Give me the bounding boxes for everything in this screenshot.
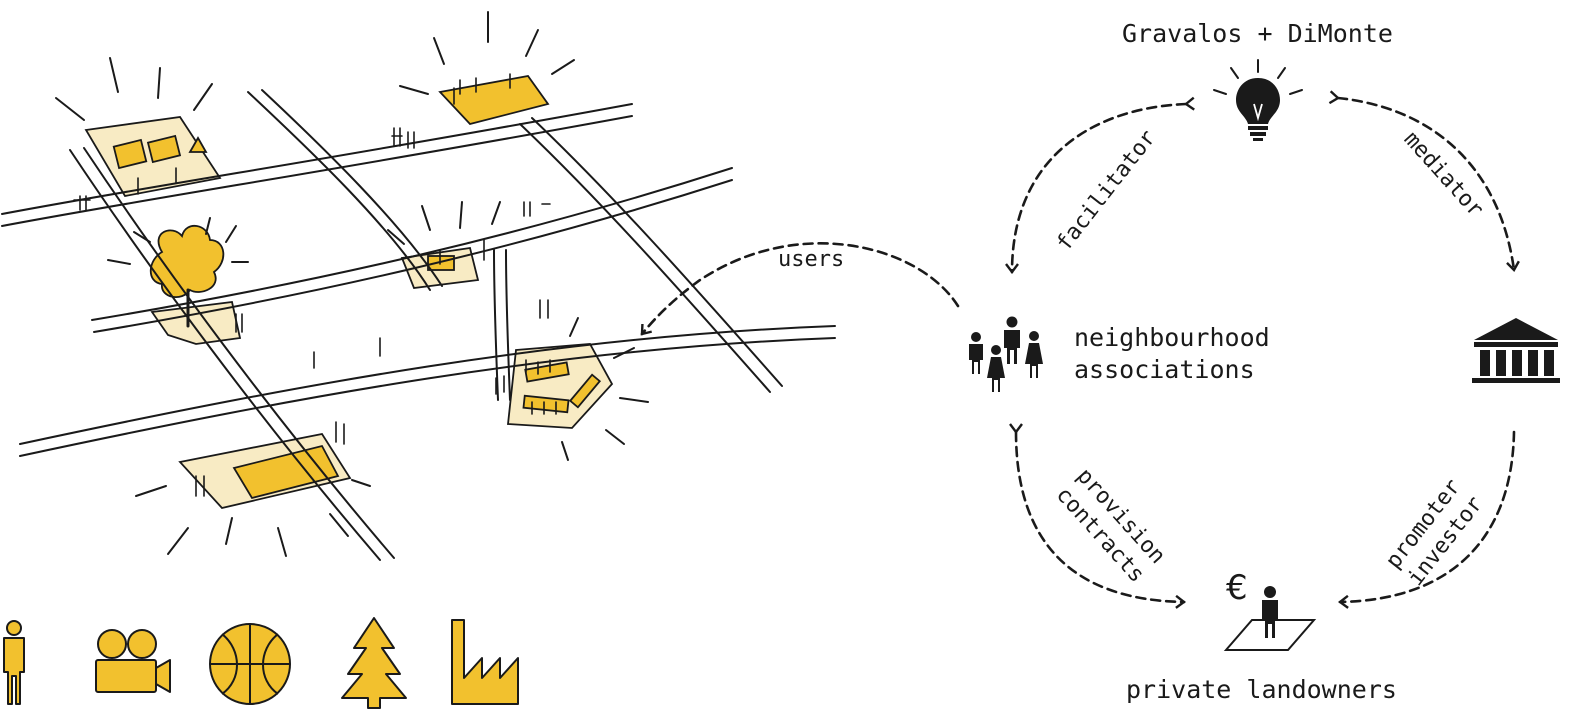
basketball-icon	[209, 623, 291, 705]
arrow-provision	[1009, 423, 1186, 609]
actor-diagram	[640, 59, 1560, 651]
neighbourhood-sketch	[1, 11, 836, 561]
arrow-facilitator	[1005, 96, 1195, 274]
arrow-mediator	[1328, 90, 1520, 272]
yellow-features	[112, 75, 602, 500]
sketch-people	[73, 73, 557, 497]
euro-symbol: €	[1226, 568, 1248, 608]
arrow-users	[640, 242, 960, 336]
person-icon	[3, 620, 25, 705]
factory-icon	[451, 619, 519, 705]
node-private-landowners: private landowners	[1126, 675, 1397, 704]
streets	[1, 89, 836, 561]
radiating-strokes	[55, 11, 649, 557]
legend-icons	[3, 617, 519, 709]
landowner-icon	[1223, 586, 1317, 651]
diagram-title: Gravalos + DiMonte	[1122, 19, 1393, 48]
light-bulb-icon	[1213, 59, 1303, 141]
movie-camera-icon	[95, 629, 171, 693]
basketball-court	[438, 75, 550, 126]
edge-label-users: users	[778, 247, 845, 272]
people-group-icon	[969, 316, 1043, 392]
arrow-promoter	[1338, 430, 1516, 609]
institution-icon	[1472, 318, 1560, 383]
lot-tree	[150, 301, 242, 345]
node-neighbourhood-associations: neighbourhood associations	[1074, 323, 1270, 384]
tree-icon	[341, 617, 407, 709]
